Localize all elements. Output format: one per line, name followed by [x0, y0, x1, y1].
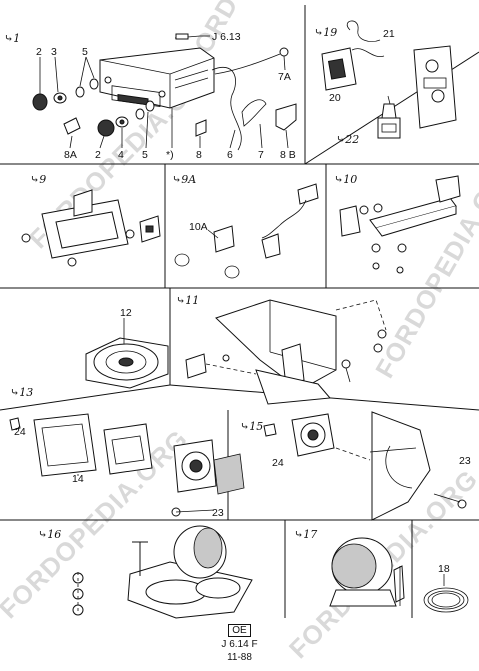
speaker-housing [185, 299, 387, 405]
callout-21: 21 [383, 28, 395, 40]
callout-7a: 7A [278, 71, 291, 83]
cable-coil: 18 [423, 563, 469, 613]
group-label-9a: ⤷9A [172, 173, 196, 186]
callout-8: 8 [196, 149, 202, 161]
group-label-19: ⤷19 [314, 26, 337, 39]
callout-5b: 5 [142, 149, 148, 161]
footer-code: OE [0, 624, 479, 637]
speaker-kit-13: 24 14 23 [9, 413, 245, 519]
watermark-text: FORDOPEDIA.ORG [369, 148, 479, 383]
panel-1-leaders [39, 35, 289, 149]
callout-5: 5 [82, 46, 88, 58]
mounting-rail [339, 175, 461, 274]
callout-4: 4 [118, 149, 124, 161]
callout-8b: 8 B [280, 149, 296, 161]
speaker-12: 12 [85, 307, 169, 389]
callout-3: 3 [51, 46, 57, 58]
group-label-16: ⤷16 [38, 528, 61, 541]
clip-and-cable: 10A [174, 183, 319, 279]
group-labels: ⤷1 ⤷19 ⤷22 ⤷9 ⤷9A ⤷10 ⤷11 ⤷13 ⤷15 ⤷16 ⤷1… [4, 26, 359, 541]
radio-cassette-unit [99, 47, 215, 109]
group-label-15: ⤷15 [240, 420, 263, 433]
callout-23a: 23 [212, 507, 224, 519]
panel-1-callouts: 2 3 5 J 6.13 7A 8A 2 4 5 *) 8 6 7 8 B [36, 31, 296, 161]
callout-24a: 24 [14, 426, 26, 438]
callout-2b: 2 [95, 149, 101, 161]
mounting-brackets [195, 99, 297, 137]
group-label-10: ⤷10 [334, 173, 357, 186]
group-label-22: ⤷22 [336, 133, 359, 146]
group-label-11: ⤷11 [176, 294, 199, 307]
switch-assembly: 21 20 [321, 20, 395, 104]
callout-20: 20 [329, 92, 341, 104]
footer-reference: J 6.14 F [221, 639, 258, 650]
antenna-lead [174, 33, 289, 151]
callout-18: 18 [438, 563, 450, 575]
lubricant-bottle [377, 95, 401, 139]
speaker-kit-15: 24 23 [263, 411, 471, 521]
callout-12: 12 [120, 307, 132, 319]
speaker-round-17 [329, 537, 405, 607]
callout-star: *) [166, 149, 174, 161]
callout-24b: 24 [272, 457, 284, 469]
callout-6: 6 [227, 149, 233, 161]
footer-date: 11-88 [227, 652, 252, 663]
callout-7: 7 [258, 149, 264, 161]
callout-10a: 10A [189, 221, 208, 233]
footer-code-box: OE [228, 624, 251, 637]
callout-23b: 23 [459, 455, 471, 467]
speaker-pod-16 [72, 525, 253, 619]
group-label-1: ⤷1 [4, 32, 20, 45]
faceplate-bezel [21, 189, 161, 267]
knobs-and-washers [32, 78, 155, 137]
group-label-17: ⤷17 [294, 528, 317, 541]
callout-14: 14 [72, 473, 84, 485]
callout-8a: 8A [64, 149, 77, 161]
callout-j613: J 6.13 [212, 31, 241, 43]
mounting-plate [413, 45, 457, 129]
group-label-9: ⤷9 [30, 173, 46, 186]
callout-2: 2 [36, 46, 42, 58]
group-label-13: ⤷13 [10, 386, 33, 399]
